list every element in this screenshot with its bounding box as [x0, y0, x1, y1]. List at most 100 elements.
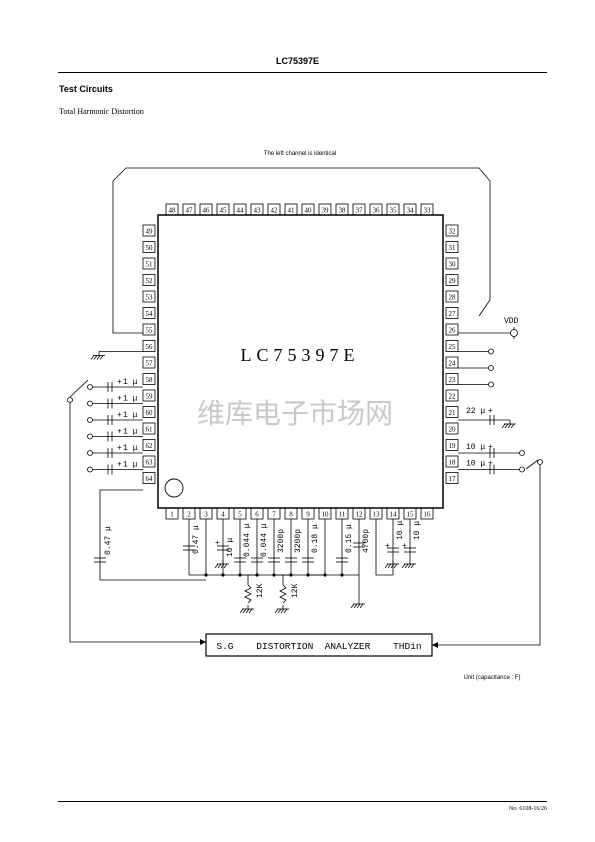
header-rule [58, 72, 547, 73]
watermark: 维库电子市场网 [197, 397, 393, 430]
pin-number-41: 41 [288, 207, 296, 215]
pin-number-31: 31 [449, 244, 457, 252]
pin-number-60: 60 [146, 409, 154, 417]
pin12-ground [356, 603, 361, 609]
pin12-ground [359, 603, 364, 609]
pin7-cap-label: 3200p [277, 529, 286, 553]
pin-number-58: 58 [146, 376, 154, 384]
resistor-ground-b [277, 608, 282, 614]
pin1-marker [164, 478, 184, 498]
output-cap-label-19: 10 μ [466, 443, 485, 452]
input-terminal-60 [87, 417, 93, 423]
pin-number-55: 55 [146, 327, 154, 335]
junction-dot [238, 573, 242, 577]
arrow-head [200, 639, 206, 645]
pin-number-34: 34 [407, 207, 415, 215]
pin-number-32: 32 [449, 228, 457, 236]
pin-number-61: 61 [146, 426, 154, 434]
junction-dot [221, 573, 225, 577]
pin-number-7: 7 [272, 511, 276, 519]
pin4-ground [214, 563, 219, 569]
junction-dot [340, 573, 344, 577]
pin12-cap-label: 4700p [362, 529, 371, 553]
pin15-ground [407, 563, 412, 569]
resistor-ground-b [274, 608, 279, 614]
junction-dot [306, 573, 310, 577]
pin-number-8: 8 [289, 511, 293, 519]
pin15-cap-label: 10 μ [413, 521, 422, 540]
input-terminal-61 [87, 433, 93, 440]
pin-box-30 [445, 257, 459, 270]
pin-box-31 [445, 241, 459, 253]
pin-number-17: 17 [449, 475, 457, 483]
input-selector-switch [69, 379, 89, 398]
pin21-ground [504, 423, 509, 429]
terminal-23 [488, 381, 494, 388]
pin56-ground [90, 355, 95, 360]
pin-number-15: 15 [407, 511, 415, 519]
footer-rule [58, 801, 547, 802]
pin-number-51: 51 [146, 261, 154, 269]
pin-number-21: 21 [449, 409, 457, 417]
output-cap-label-18: 10 μ [466, 460, 485, 469]
pin21-ground [507, 423, 512, 429]
pin-box-64 [142, 472, 156, 484]
pin56-ground [96, 355, 101, 360]
pin-number-63: 63 [146, 459, 154, 467]
pin-number-1: 1 [170, 511, 174, 519]
pin-box-58 [142, 373, 156, 385]
pin-number-22: 22 [449, 393, 457, 401]
pin-number-13: 13 [373, 511, 381, 519]
pin56-ground [93, 355, 98, 360]
resistor-ground-a [242, 608, 247, 614]
pin-box-50 [142, 241, 156, 253]
pin-number-44: 44 [237, 207, 245, 215]
pin-number-42: 42 [271, 207, 279, 215]
pin-number-59: 59 [146, 393, 154, 401]
cap-polarity: + [215, 539, 220, 548]
input-selector-pivot [67, 397, 73, 403]
cap-polarity: + [117, 395, 122, 404]
pin-box-53 [142, 290, 156, 303]
pin12-ground [353, 603, 358, 609]
pin-number-52: 52 [146, 277, 154, 285]
pin-number-43: 43 [254, 207, 262, 215]
pin-box-60 [142, 406, 156, 418]
pin-number-23: 23 [449, 376, 457, 384]
input-cap-label-58: 1 μ [123, 378, 138, 387]
pin-box-59 [142, 389, 156, 402]
pin64-cap-label: 0.47 μ [104, 526, 113, 555]
output-selector-pivot [537, 459, 543, 465]
pin-box-27 [445, 307, 459, 319]
pin-box-25 [445, 340, 459, 352]
pin-box-51 [142, 257, 156, 270]
analyzer-label: S.G DISTORTION ANALYZER THDin [216, 641, 421, 652]
pin-box-54 [142, 307, 156, 319]
pin-number-18: 18 [449, 459, 457, 467]
pin15-ground [410, 563, 415, 569]
cap-polarity: + [117, 444, 122, 453]
pin-number-12: 12 [356, 511, 364, 519]
page-number: No. 6108-16/26 [509, 806, 547, 812]
pin8-cap-label: 3200p [294, 529, 303, 553]
pin4-ground [220, 563, 225, 569]
input-cap-label-62: 1 μ [123, 444, 138, 453]
section-title: Test Circuits [59, 84, 113, 94]
cap-polarity: + [488, 443, 493, 452]
pin-number-26: 26 [449, 327, 457, 335]
signal-generator-wire [69, 403, 206, 643]
pin-box-56 [142, 340, 156, 352]
pin-box-17 [445, 472, 459, 484]
pin-number-6: 6 [255, 511, 259, 519]
pin-box-23 [445, 373, 459, 385]
resistor-label-a: 12K [256, 583, 265, 598]
pin-number-36: 36 [373, 207, 381, 215]
pin-number-46: 46 [203, 207, 211, 215]
cap-polarity: + [117, 411, 122, 420]
resistor-label-b: 12K [291, 583, 300, 598]
terminal-24 [488, 365, 494, 371]
pin-number-47: 47 [186, 207, 194, 215]
junction-dot [255, 573, 259, 577]
ic-part-name: LC75397E [241, 345, 360, 365]
